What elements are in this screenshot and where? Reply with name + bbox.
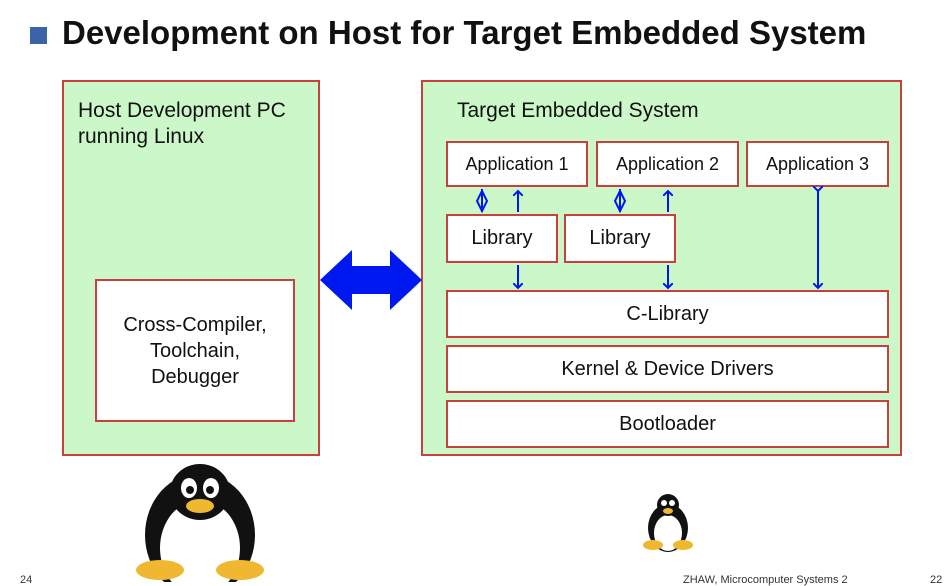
slide-title: Development on Host for Target Embedded … bbox=[62, 14, 867, 51]
host-label: Host Development PC running Linux bbox=[78, 98, 286, 150]
application-2-box: Application 2 bbox=[596, 141, 739, 187]
application-1-box: Application 1 bbox=[446, 141, 588, 187]
footer-right: 22 bbox=[930, 574, 943, 586]
target-label: Target Embedded System bbox=[457, 99, 699, 122]
host-target-double-arrow-icon bbox=[320, 250, 422, 310]
host-panel: Host Development PC running Linux Cross-… bbox=[62, 80, 320, 456]
tools-line1: Cross-Compiler, bbox=[123, 313, 267, 336]
footer-left: 24 bbox=[20, 574, 33, 586]
tools-line2: Toolchain, bbox=[149, 339, 241, 362]
host-label-line1: Host Development PC bbox=[78, 99, 286, 122]
bootloader-box: Bootloader bbox=[446, 400, 889, 448]
c-library-box: C-Library bbox=[446, 290, 889, 338]
library-1-box: Library bbox=[446, 214, 558, 263]
tools-line3: Debugger bbox=[151, 365, 239, 388]
application-3-box: Application 3 bbox=[746, 141, 889, 187]
host-tools-box: Cross-Compiler, Toolchain, Debugger bbox=[95, 279, 295, 422]
tux-penguin-small-icon bbox=[643, 494, 693, 552]
host-label-line2: running Linux bbox=[78, 125, 205, 148]
title-bullet-icon bbox=[30, 27, 47, 44]
library-2-box: Library bbox=[564, 214, 676, 263]
footer-center: ZHAW, Microcomputer Systems 2 bbox=[683, 574, 848, 586]
tux-penguin-large-icon bbox=[136, 464, 264, 582]
kernel-drivers-box: Kernel & Device Drivers bbox=[446, 345, 889, 393]
